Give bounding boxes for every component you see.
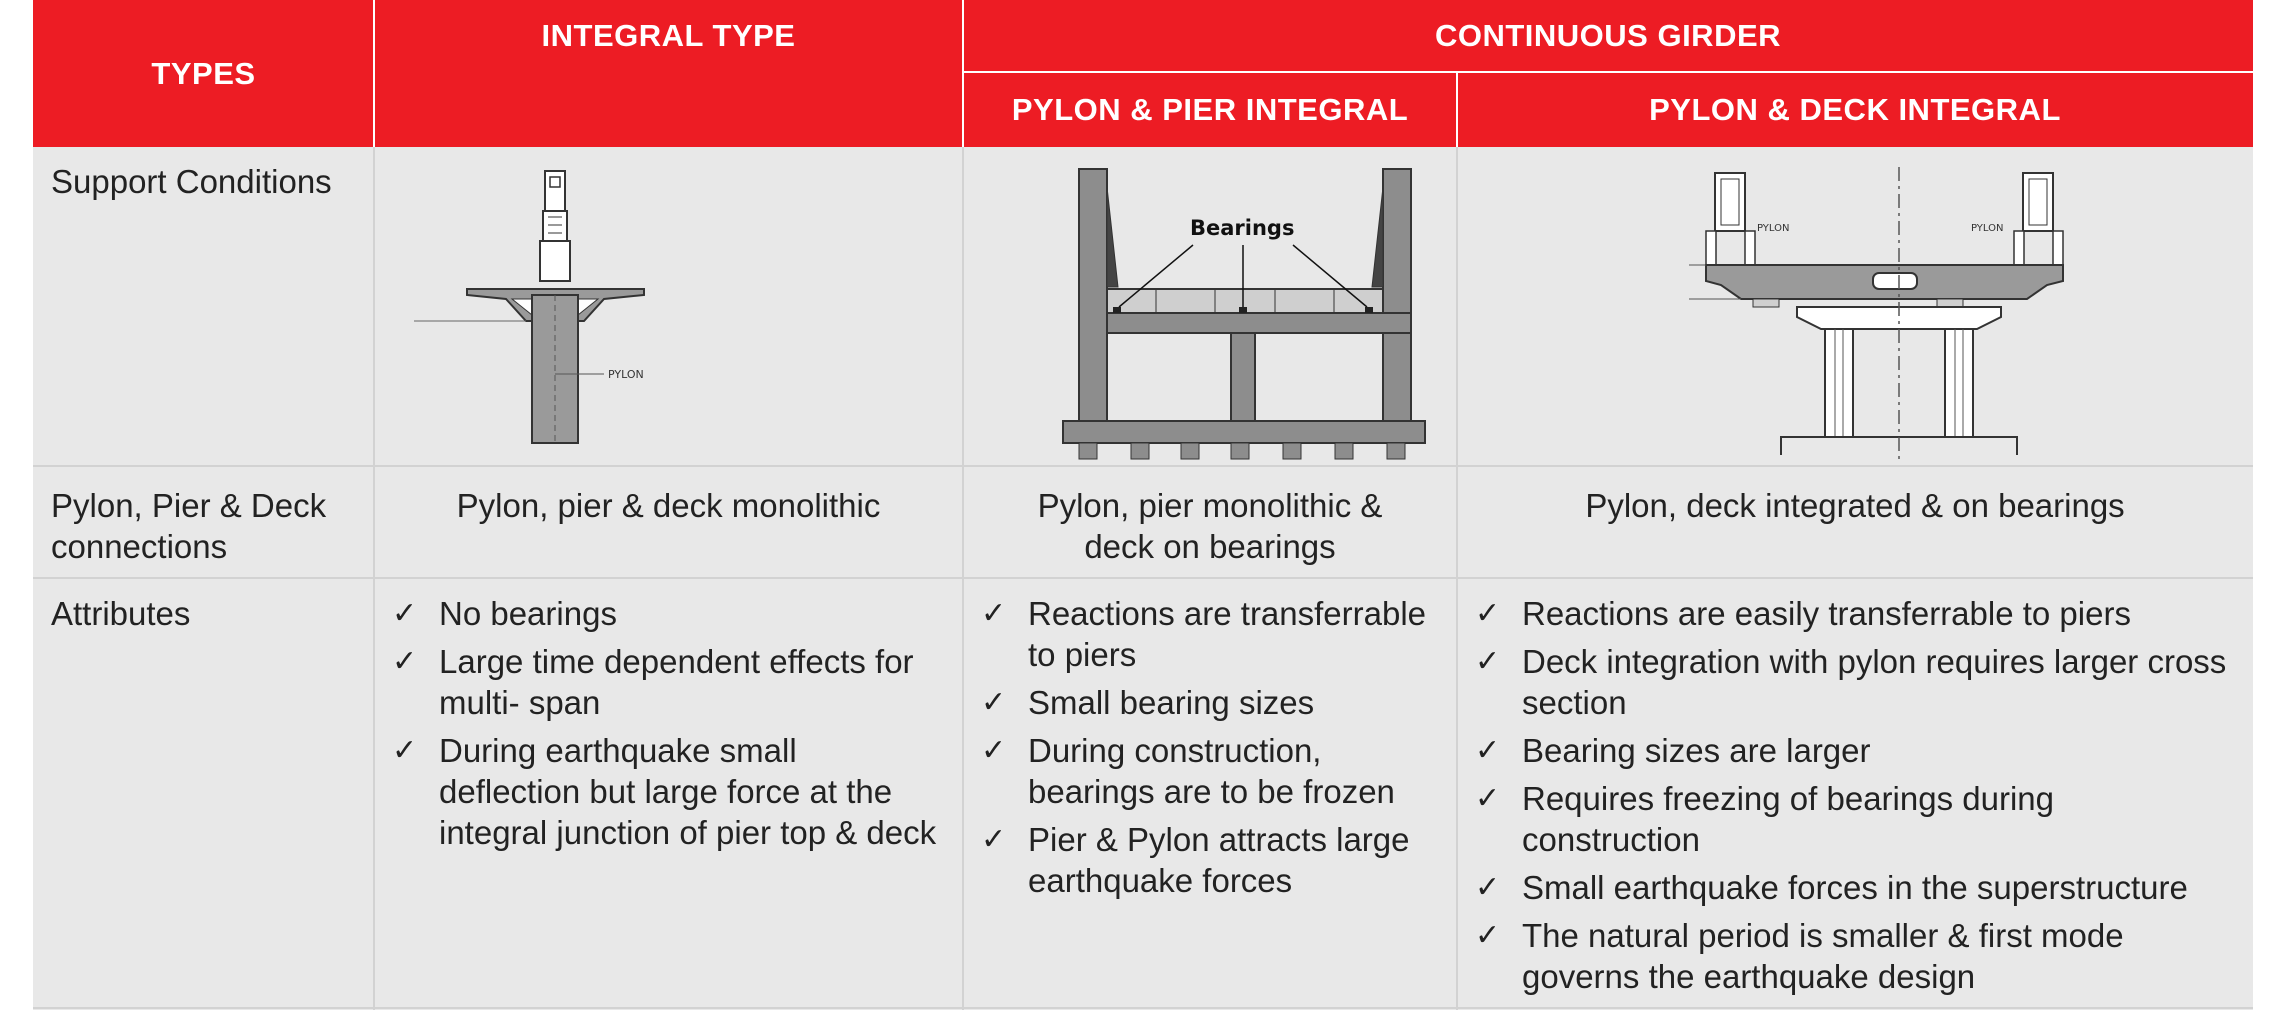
list-item: ✓Small earthquake forces in the superstr… <box>1475 869 2188 906</box>
connections-pier-integral-text: Pylon, pier monolithic & deck on bearing… <box>1037 487 1383 565</box>
grid-line <box>33 577 2253 579</box>
list-item: ✓Pier & Pylon attracts large earthquake … <box>981 821 1410 899</box>
list-item: ✓During construction, bearings are to be… <box>981 732 1395 810</box>
list-item: ✓Small bearing sizes <box>981 684 1315 721</box>
list-item: ✓Requires freezing of bearings during co… <box>1475 780 2054 858</box>
check-icon: ✓ <box>1475 734 1501 767</box>
integral-type-diagram: PYLON <box>414 170 645 444</box>
attributes-deck-integral: ✓Reactions are easily transferrable to p… <box>1457 577 2253 1010</box>
connections-label: Pylon, Pier & Deck connections <box>51 487 327 565</box>
header-types-label: TYPES <box>151 55 256 91</box>
header-pylon-pier-integral-label: PYLON & PIER INTEGRAL <box>1011 91 1409 127</box>
pylon-deck-integral-diagram: PYLON PYLON <box>1689 167 2064 459</box>
connections-integral: Pylon, pier & deck monolithic <box>374 465 963 577</box>
comparison-table: TYPES INTEGRAL TYPE CONTINUOUS GIRDER PY… <box>33 0 2253 1010</box>
check-icon: ✓ <box>1475 782 1501 815</box>
grid-line <box>33 465 2253 467</box>
bearings-annotation: Bearings <box>1190 216 1294 240</box>
list-item: ✓Reactions are easily transferrable to p… <box>1475 595 2131 632</box>
header-continuous-girder-label: CONTINUOUS GIRDER <box>1434 18 1782 53</box>
connections-integral-text: Pylon, pier & deck monolithic <box>456 487 881 524</box>
check-icon: ✓ <box>981 734 1007 767</box>
check-icon: ✓ <box>981 597 1007 630</box>
list-item: ✓The natural period is smaller & first m… <box>1475 917 2124 995</box>
check-icon: ✓ <box>1475 919 1501 952</box>
list-item: ✓Large time dependent effects for multi-… <box>392 643 914 721</box>
pylon-annotation-right: PYLON <box>1971 223 2004 234</box>
header-continuous-girder: CONTINUOUS GIRDER <box>963 0 2253 72</box>
check-icon: ✓ <box>1475 871 1501 904</box>
header-divider <box>963 71 2253 73</box>
diagram-pylon-deck-integral: PYLON PYLON <box>1457 147 2253 465</box>
diagram-integral-type: PYLON <box>374 147 963 465</box>
list-item: ✓Bearing sizes are larger <box>1475 732 1871 769</box>
header-integral-type: INTEGRAL TYPE <box>374 0 963 147</box>
check-icon: ✓ <box>981 686 1007 719</box>
header-pylon-deck-integral-label: PYLON & DECK INTEGRAL <box>1649 91 2061 127</box>
connections-deck-integral-text: Pylon, deck integrated & on bearings <box>1585 487 2125 524</box>
list-item: ✓Reactions are transferrable to piers <box>981 595 1427 673</box>
header-types: TYPES <box>33 0 374 147</box>
check-icon: ✓ <box>392 734 418 767</box>
attributes-label: Attributes <box>51 595 191 632</box>
list-item: ✓During earthquake small deflection but … <box>392 732 937 851</box>
row-label-support: Support Conditions <box>33 147 374 465</box>
grid-line <box>33 1007 2253 1009</box>
pylon-annotation-left: PYLON <box>1757 223 1790 234</box>
header-divider <box>1456 72 1458 147</box>
row-label-connections: Pylon, Pier & Deck connections <box>33 465 374 577</box>
pylon-annotation: PYLON <box>608 368 644 381</box>
attributes-pier-integral-list: ✓Reactions are transferrable to piers ✓S… <box>963 577 1447 901</box>
header-integral-type-label: INTEGRAL TYPE <box>541 18 796 53</box>
list-item: ✓No bearings <box>392 595 617 632</box>
attributes-pier-integral: ✓Reactions are transferrable to piers ✓S… <box>963 577 1457 1010</box>
attributes-integral: ✓No bearings ✓Large time dependent effec… <box>374 577 963 1010</box>
connections-pier-integral: Pylon, pier monolithic & deck on bearing… <box>963 465 1457 577</box>
check-icon: ✓ <box>392 597 418 630</box>
check-icon: ✓ <box>1475 597 1501 630</box>
list-item: ✓Deck integration with pylon requires la… <box>1475 643 2227 721</box>
header-divider <box>373 0 375 147</box>
header-divider <box>962 0 964 147</box>
attributes-integral-list: ✓No bearings ✓Large time dependent effec… <box>374 577 943 853</box>
support-conditions-label: Support Conditions <box>51 163 332 200</box>
diagram-pylon-pier-integral: Bearings <box>963 147 1457 465</box>
check-icon: ✓ <box>981 823 1007 856</box>
check-icon: ✓ <box>1475 645 1501 678</box>
connections-deck-integral: Pylon, deck integrated & on bearings <box>1457 465 2253 577</box>
pylon-pier-integral-diagram: Bearings <box>1062 168 1426 460</box>
row-label-attributes: Attributes <box>33 577 374 1010</box>
check-icon: ✓ <box>392 645 418 678</box>
header-pylon-pier-integral: PYLON & PIER INTEGRAL <box>963 72 1457 147</box>
header-pylon-deck-integral: PYLON & DECK INTEGRAL <box>1457 72 2253 147</box>
attributes-deck-integral-list: ✓Reactions are easily transferrable to p… <box>1457 577 2233 997</box>
